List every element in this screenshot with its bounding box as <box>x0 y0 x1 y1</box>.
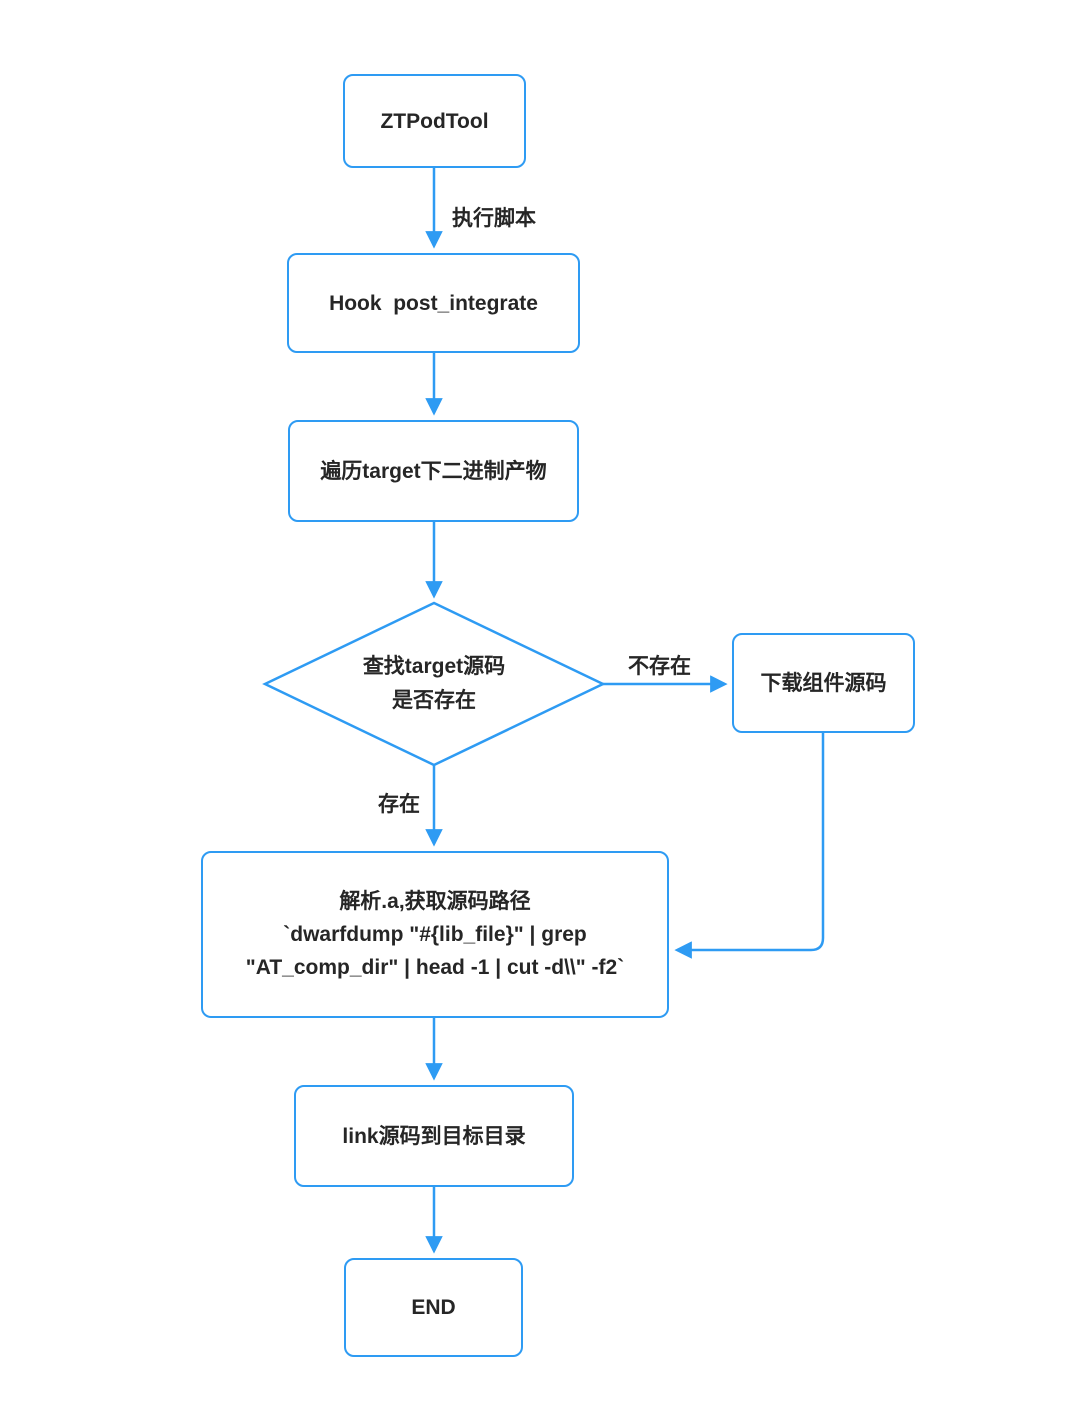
node-decision-shape <box>262 601 606 767</box>
node-decision-label: 查找target源码 是否存在 <box>304 644 564 724</box>
decision-line-1: 查找target源码 <box>362 655 506 678</box>
node-ztpodtool-label: ZTPodTool <box>380 109 489 133</box>
edge-label-not-exists: 不存在 <box>628 655 691 678</box>
node-hook-post-integrate: Hook post_integrate <box>287 253 580 353</box>
decision-line-2: 是否存在 <box>392 689 476 712</box>
edge-label-exists: 存在 <box>378 793 420 816</box>
node-hook-post-integrate-label: Hook post_integrate <box>329 291 538 315</box>
edge-label-execute-script: 执行脚本 <box>452 207 536 230</box>
parse-line-2: `dwarfdump "#{lib_file}" | grep <box>283 923 587 946</box>
node-download-source-label: 下载组件源码 <box>760 671 887 695</box>
node-download-source: 下载组件源码 <box>732 633 915 733</box>
node-ztpodtool: ZTPodTool <box>343 74 526 168</box>
node-end: END <box>344 1258 523 1357</box>
edge-download-to-parse <box>674 733 825 959</box>
parse-line-1: 解析.a,获取源码路径 <box>339 890 531 913</box>
node-link-source-label: link源码到目标目录 <box>342 1124 526 1148</box>
node-end-label: END <box>411 1296 456 1319</box>
node-parse-archive: 解析.a,获取源码路径 `dwarfdump "#{lib_file}" | g… <box>201 851 669 1018</box>
node-traverse-binaries-label: 遍历target下二进制产物 <box>320 459 547 483</box>
parse-line-3: "AT_comp_dir" | head -1 | cut -d\\" -f2` <box>245 956 625 979</box>
node-traverse-binaries: 遍历target下二进制产物 <box>288 420 579 522</box>
node-link-source: link源码到目标目录 <box>294 1085 574 1187</box>
